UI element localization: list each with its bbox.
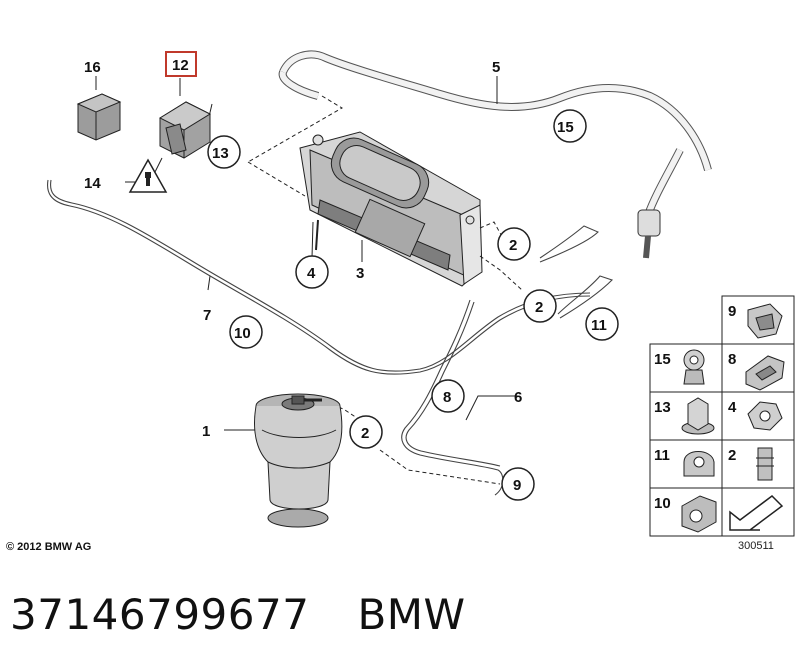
legend-number: 11 (654, 447, 670, 464)
label-text: 15 (557, 119, 574, 136)
relay-12 (158, 101, 212, 159)
part-number: 37146799677 (10, 590, 310, 639)
legend-number: 13 (654, 399, 671, 416)
label-12: 12 (165, 51, 197, 77)
part-number-line: 37146799677 BMW (10, 590, 514, 639)
label-text: 14 (84, 175, 101, 192)
legend-cell-11: 11 (654, 447, 715, 477)
brand-name: BMW (357, 590, 466, 639)
label-10: 10 (229, 315, 263, 349)
label-13: 13 (207, 135, 241, 169)
label-text: 1 (202, 423, 210, 440)
label-14: 14 (84, 175, 101, 192)
label-text: 2 (535, 299, 543, 316)
label-4: 4 (295, 255, 329, 289)
label-text: 3 (356, 265, 364, 282)
label-text: 4 (307, 265, 316, 282)
air-spring-1 (254, 393, 343, 528)
label-5: 5 (492, 59, 500, 76)
legend-number: 8 (728, 351, 736, 368)
legend-cell-9: 9 (728, 303, 783, 339)
label-text: 5 (492, 59, 500, 76)
label-text: 16 (84, 59, 101, 76)
label-text: 9 (513, 477, 521, 494)
hose-line-5 (278, 50, 712, 259)
label-text: 2 (361, 425, 369, 442)
label-8: 8 (431, 379, 465, 413)
label-15: 15 (553, 109, 587, 143)
label-text: 7 (203, 307, 211, 324)
label-6: 6 (514, 389, 522, 406)
label-2-b: 2 (523, 289, 557, 323)
highlight-box (165, 51, 197, 77)
label-9: 9 (501, 467, 535, 501)
legend-cell-2: 2 (728, 447, 774, 481)
label-7: 7 (203, 307, 211, 324)
label-16: 16 (84, 59, 101, 76)
legend-number: 10 (654, 495, 671, 512)
label-text: 13 (212, 145, 229, 162)
label-11: 11 (585, 307, 619, 341)
label-text: 8 (443, 389, 451, 406)
legend-cell-13: 13 (654, 397, 715, 435)
warning-label-icon (128, 158, 168, 193)
copyright-text: © 2012 BMW AG (6, 541, 92, 553)
legend-cell-15: 15 (654, 349, 705, 385)
compressor-unit (299, 131, 483, 287)
legend-arrow-icon (729, 495, 784, 531)
legend-cell-4: 4 (728, 399, 783, 431)
label-1: 1 (202, 423, 210, 440)
label-3: 3 (356, 265, 364, 282)
air-lines (47, 179, 614, 496)
legend-number: 15 (654, 351, 671, 368)
relay-16 (76, 93, 122, 141)
reference-code: 300511 (738, 540, 774, 552)
legend-number: 4 (728, 399, 737, 416)
legend-cell-10: 10 (654, 495, 717, 533)
legend-cell-8: 8 (728, 351, 785, 391)
label-text: 12 (172, 57, 189, 74)
label-text: 6 (514, 389, 522, 406)
small-parts-legend (649, 295, 795, 537)
legend-number: 9 (728, 303, 736, 320)
label-2-a: 2 (497, 227, 531, 261)
label-text: 10 (234, 325, 251, 342)
legend-number: 2 (728, 447, 736, 464)
label-text: 11 (591, 317, 607, 334)
label-text: 2 (509, 237, 517, 254)
label-2-c: 2 (349, 415, 383, 449)
